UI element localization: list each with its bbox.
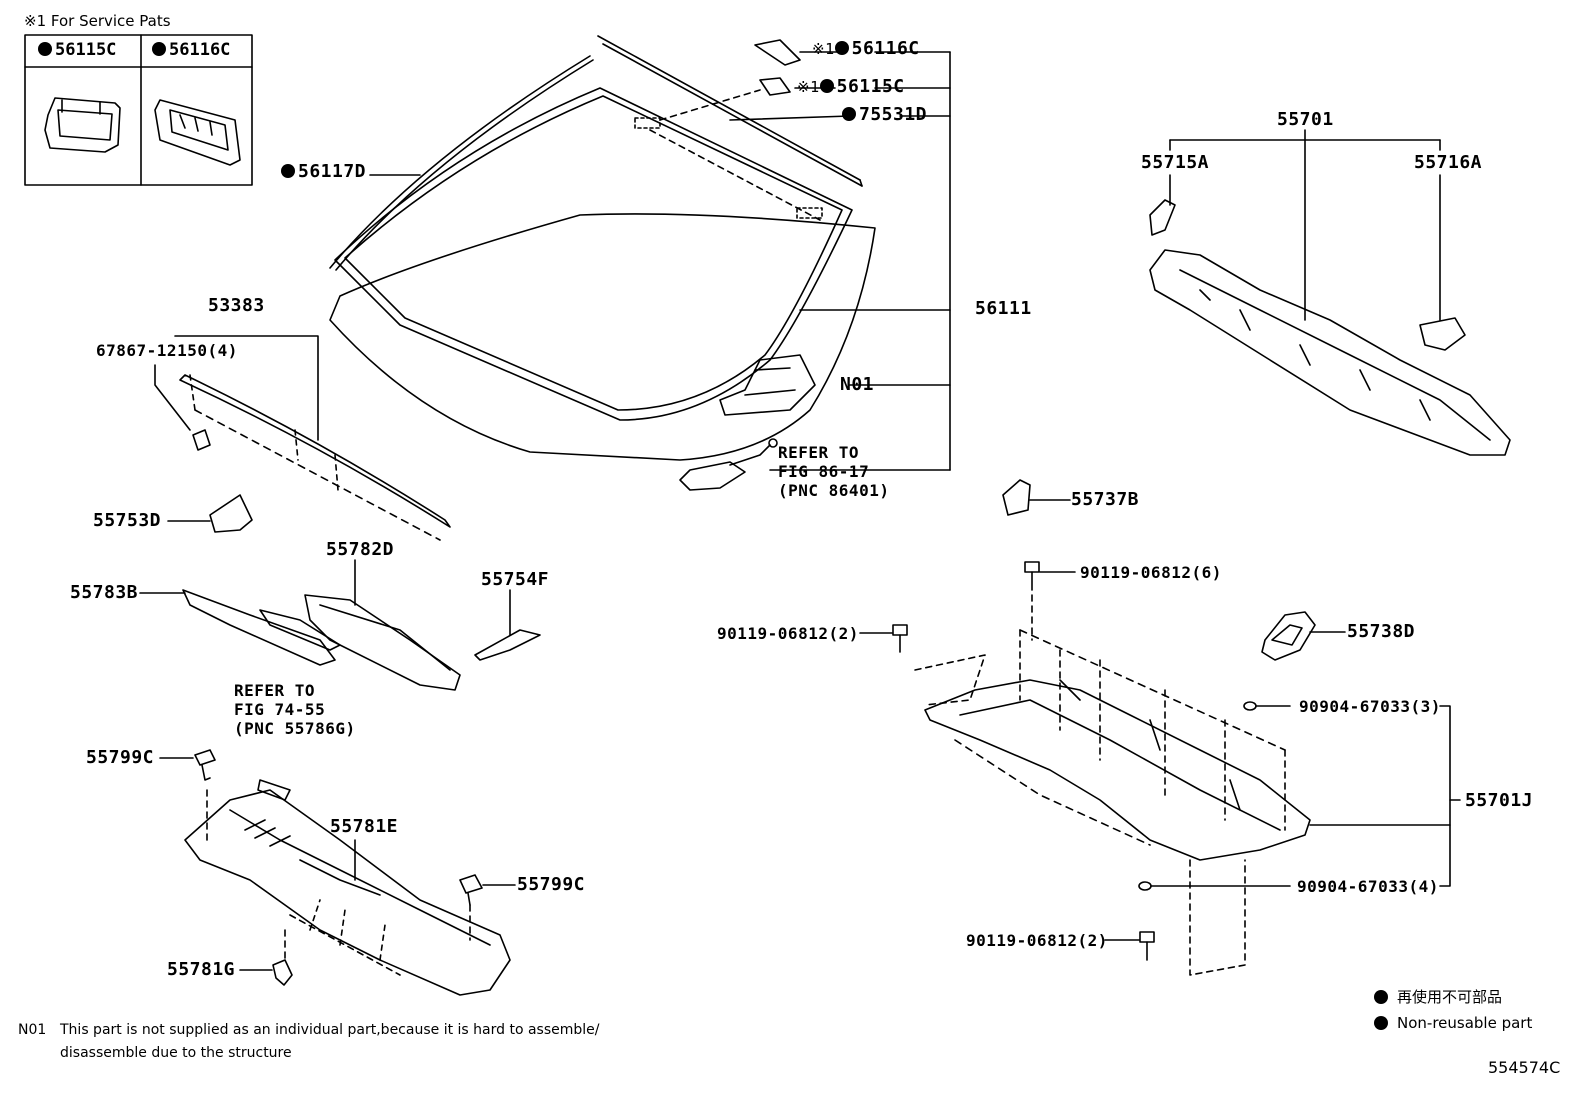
label-53383[interactable]: 53383 bbox=[208, 295, 265, 316]
label-55737B[interactable]: 55737B bbox=[1071, 489, 1140, 510]
rain-sensor-harness bbox=[679, 438, 778, 491]
part-55737B bbox=[1002, 479, 1031, 516]
insulator-55701J bbox=[914, 629, 1311, 861]
label-55783B[interactable]: 55783B bbox=[70, 582, 139, 603]
non-reusable-dot-icon bbox=[1374, 1016, 1388, 1030]
label-90119-06812-2-bottom[interactable]: 90119-06812(2) bbox=[966, 931, 1108, 950]
part-55716A bbox=[1419, 317, 1466, 351]
label-56111[interactable]: 56111 bbox=[975, 298, 1032, 319]
label-55799C-left[interactable]: 55799C bbox=[86, 747, 155, 768]
service-parts-box bbox=[24, 34, 253, 186]
part-55753D bbox=[209, 494, 253, 533]
refer-fig-86-17[interactable]: REFER TO FIG 86-17 (PNC 86401) bbox=[778, 443, 890, 500]
non-reusable-dot-icon bbox=[819, 79, 834, 93]
cowl-panel-55781E bbox=[184, 789, 511, 996]
windshield-glass bbox=[329, 87, 876, 461]
cowl-seal-53383 bbox=[179, 374, 451, 541]
label-N01[interactable]: N01 bbox=[840, 374, 875, 395]
label-75531D[interactable]: 75531D bbox=[842, 105, 927, 125]
part-55715A bbox=[1149, 199, 1176, 236]
grommet-top bbox=[1243, 701, 1257, 711]
bolt-90119-left bbox=[892, 624, 908, 653]
windshield-moulding-56117D bbox=[329, 55, 591, 269]
footnote-line1: This part is not supplied as an individu… bbox=[60, 1022, 600, 1038]
non-reusable-dot-icon bbox=[842, 107, 856, 121]
label-90904-67033-3[interactable]: 90904-67033(3) bbox=[1299, 697, 1441, 716]
service-cell-56116C[interactable]: 56116C bbox=[152, 40, 230, 60]
bolt-90119-bottom bbox=[1139, 931, 1155, 961]
service-box-title: ※1 For Service Pats bbox=[24, 12, 171, 30]
label-55781G[interactable]: 55781G bbox=[167, 959, 236, 980]
non-reusable-dot-icon bbox=[38, 42, 52, 56]
legend-jp: 再使用不可部品 bbox=[1397, 988, 1503, 1006]
label-55701J[interactable]: 55701J bbox=[1465, 790, 1534, 811]
bolt-90119-top bbox=[1024, 561, 1040, 591]
footnote-line2: disassemble due to the structure bbox=[60, 1045, 292, 1061]
footnote-code: N01 bbox=[18, 1022, 47, 1038]
label-55782D[interactable]: 55782D bbox=[326, 539, 395, 560]
label-55701[interactable]: 55701 bbox=[1277, 109, 1334, 130]
n01-bracket bbox=[719, 354, 816, 416]
grommet-bottom bbox=[1138, 881, 1152, 891]
legend-en: Non-reusable part bbox=[1397, 1014, 1533, 1032]
part-55738D bbox=[1261, 611, 1316, 661]
non-reusable-dot-icon bbox=[1374, 990, 1388, 1004]
clip-55781G bbox=[272, 959, 293, 986]
label-55754F[interactable]: 55754F bbox=[481, 569, 550, 590]
non-reusable-dot-icon bbox=[834, 41, 849, 55]
label-90904-67033-4[interactable]: 90904-67033(4) bbox=[1297, 877, 1439, 896]
non-reusable-dot-icon bbox=[152, 42, 166, 56]
refer-fig-74-55[interactable]: REFER TO FIG 74-55 (PNC 55786G) bbox=[234, 681, 356, 738]
label-55781E[interactable]: 55781E bbox=[330, 816, 399, 837]
clip-55799C-right bbox=[459, 874, 483, 906]
label-55799C-right[interactable]: 55799C bbox=[517, 874, 586, 895]
non-reusable-dot-icon bbox=[281, 164, 295, 178]
dash-panel-55701 bbox=[1149, 249, 1511, 456]
label-90119-06812-6[interactable]: 90119-06812(6) bbox=[1080, 563, 1222, 582]
label-67867-12150[interactable]: 67867-12150(4) bbox=[96, 341, 238, 360]
label-55753D[interactable]: 55753D bbox=[93, 510, 162, 531]
cowl-louvers bbox=[182, 589, 541, 691]
diagram-id: 554574C bbox=[1488, 1058, 1561, 1077]
moulding-strip bbox=[597, 35, 863, 187]
clip-55799C-left bbox=[194, 749, 216, 781]
label-55738D[interactable]: 55738D bbox=[1347, 621, 1416, 642]
service-cell-56115C[interactable]: 56115C bbox=[38, 40, 116, 60]
label-55715A[interactable]: 55715A bbox=[1141, 152, 1210, 173]
label-56117D[interactable]: 56117D bbox=[281, 162, 366, 182]
label-55716A[interactable]: 55716A bbox=[1414, 152, 1483, 173]
label-90119-06812-2-left[interactable]: 90119-06812(2) bbox=[717, 624, 859, 643]
